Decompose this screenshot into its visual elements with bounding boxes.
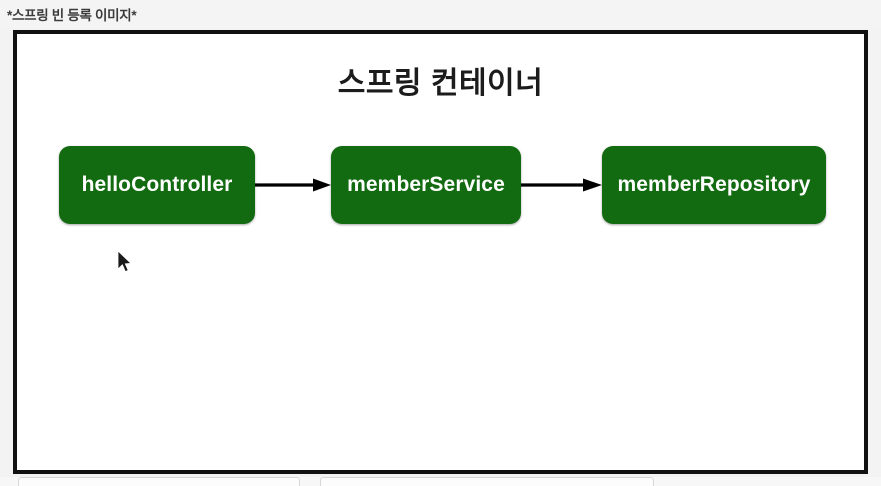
bean-member-service-label: memberService	[347, 173, 505, 196]
bottom-panel-gap	[306, 477, 314, 486]
bean-hello-controller-label: helloController	[81, 173, 233, 196]
bottom-panel-center[interactable]	[320, 477, 654, 486]
diagram-title: 스프링 컨테이너	[337, 67, 544, 100]
bottom-panel-left[interactable]	[18, 477, 300, 486]
bottom-panel-right	[660, 477, 860, 486]
header-caption: *스프링 빈 등록 이미지*	[7, 8, 137, 23]
bean-member-repository-label: memberRepository	[617, 173, 811, 196]
mouse-pointer-icon	[117, 250, 133, 274]
arrow-controller-to-service	[255, 176, 331, 194]
arrow-service-to-repository	[521, 176, 602, 194]
bean-member-repository[interactable]: memberRepository	[602, 146, 826, 224]
bottom-chrome-strip	[0, 477, 881, 486]
header-bar: *스프링 빈 등록 이미지*	[0, 0, 881, 28]
bean-row: helloController memberService memberRepo…	[17, 146, 864, 224]
spring-container-frame: 스프링 컨테이너 helloController memberService	[13, 30, 868, 474]
bean-member-service[interactable]: memberService	[331, 146, 521, 224]
bean-hello-controller[interactable]: helloController	[59, 146, 255, 224]
